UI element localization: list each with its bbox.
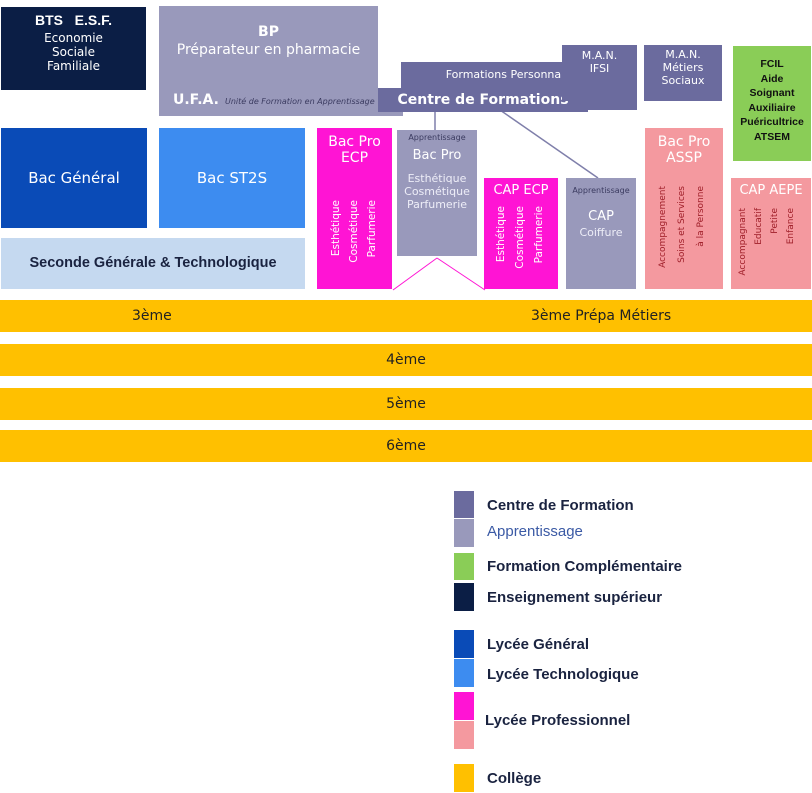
level-prepa-label: 3ème Prépa Métiers bbox=[531, 308, 672, 324]
app-bacpro-tag: Apprentissage bbox=[408, 133, 466, 142]
level-5eme-label: 5ème bbox=[386, 396, 426, 412]
cap-ecp-v2: Cosmétique bbox=[514, 206, 526, 269]
bacpro-assp-v3: à la Personne bbox=[696, 186, 706, 247]
app-bacpro-l2: Cosmétique bbox=[404, 185, 470, 198]
connector-bacpro-to-prepa-left bbox=[392, 257, 438, 291]
cap-aepe-box: CAP AEPE Accompagnant Educatif Petite En… bbox=[731, 178, 811, 289]
app-bacpro-l1: Esthétique bbox=[407, 172, 467, 185]
bac-st2s-box: Bac ST2S bbox=[159, 128, 305, 228]
bacpro-ecp-box: Bac Pro ECP Esthétique Cosmétique Parfum… bbox=[317, 128, 392, 289]
app-bacpro-l3: Parfumerie bbox=[406, 198, 468, 211]
legend-label-college: Collège bbox=[487, 770, 542, 787]
bts-line2: Sociale bbox=[52, 45, 95, 59]
app-cap-title: CAP bbox=[588, 209, 614, 224]
man-metiers-line1: M.A.N. bbox=[665, 48, 701, 61]
cap-ecp-v3: Parfumerie bbox=[533, 206, 545, 264]
cap-aepe-v2: Educatif bbox=[754, 208, 764, 245]
bts-line3: Familiale bbox=[47, 59, 100, 73]
legend-label-centre: Centre de Formation bbox=[487, 497, 634, 514]
fcil-line1: FCIL bbox=[760, 58, 784, 70]
ufa-label: U.F.A. bbox=[173, 92, 219, 108]
bacpro-assp-title1: Bac Pro bbox=[657, 134, 711, 150]
man-ifsi-line2: IFSI bbox=[589, 62, 610, 75]
level-6eme-bar: 6ème bbox=[0, 430, 812, 462]
centre-title-strip: Centre de Formations bbox=[378, 88, 588, 112]
man-metiers-line3: Sociaux bbox=[661, 74, 705, 87]
man-metiers-box: M.A.N. Métiers Sociaux bbox=[644, 45, 722, 101]
bac-st2s-label: Bac ST2S bbox=[196, 169, 268, 187]
legend-swatch-college bbox=[454, 764, 474, 792]
cap-aepe-title: CAP AEPE bbox=[739, 183, 803, 198]
fcil-box: FCIL Aide Soignant Auxiliaire Puéricultr… bbox=[733, 46, 811, 161]
legend-swatch-superieur bbox=[454, 583, 474, 611]
legend-swatch-general bbox=[454, 630, 474, 658]
legend-swatch-apprentissage bbox=[454, 519, 474, 547]
bacpro-ecp-title2: ECP bbox=[340, 150, 369, 166]
bp-subtitle: Préparateur en pharmacie bbox=[176, 42, 361, 58]
cap-aepe-v1: Accompagnant bbox=[738, 208, 748, 276]
legend-swatch-professionnel-light bbox=[454, 721, 474, 749]
cap-ecp-v1: Esthétique bbox=[495, 206, 507, 263]
legend-label-superieur: Enseignement supérieur bbox=[487, 589, 663, 606]
bts-esf-box: BTS E.S.F. Economie Sociale Familiale bbox=[1, 7, 146, 90]
cap-ecp-title: CAP ECP bbox=[493, 183, 549, 198]
level-6eme-label: 6ème bbox=[386, 438, 426, 454]
bacpro-assp-title2: ASSP bbox=[666, 150, 702, 166]
fcil-line6: ATSEM bbox=[754, 130, 790, 143]
legend-swatch-technologique bbox=[454, 659, 474, 687]
bacpro-ecp-title1: Bac Pro bbox=[328, 134, 381, 150]
connector-centre-to-apprentissage-cap bbox=[499, 109, 599, 179]
bacpro-ecp-v2: Cosmétique bbox=[348, 200, 360, 263]
level-4eme-bar: 4ème bbox=[0, 344, 812, 376]
bac-general-label: Bac Général bbox=[28, 169, 120, 187]
bac-general-box: Bac Général bbox=[1, 128, 147, 228]
legend-label-professionnel: Lycée Professionnel bbox=[485, 712, 631, 729]
legend-swatch-centre bbox=[454, 491, 474, 518]
man-ifsi-box: M.A.N. IFSI bbox=[562, 45, 637, 101]
fcil-line4: Auxiliaire bbox=[748, 101, 796, 114]
seconde-label: Seconde Générale & Technologique bbox=[29, 255, 277, 271]
ufa-full: Unité de Formation en Apprentissage bbox=[225, 97, 375, 106]
legend-label-technologique: Lycée Technologique bbox=[487, 666, 639, 683]
man-metiers-line2: Métiers bbox=[662, 61, 704, 74]
centre-title: Centre de Formations bbox=[397, 92, 569, 108]
legend-label-general: Lycée Général bbox=[487, 636, 590, 653]
formations-perso-label: Formations Personnalisées bbox=[445, 68, 593, 81]
level-4eme-label: 4ème bbox=[386, 352, 426, 368]
fcil-line5: Puéricultrice bbox=[740, 116, 804, 128]
legend-swatch-complementaire bbox=[454, 553, 474, 580]
legend-label-apprentissage: Apprentissage bbox=[487, 523, 583, 540]
app-bacpro-title: Bac Pro bbox=[412, 148, 462, 163]
cap-aepe-v4: Enfance bbox=[786, 208, 796, 245]
ufa-strip: U.F.A. Unité de Formation en Apprentissa… bbox=[159, 88, 403, 116]
bacpro-ecp-v1: Esthétique bbox=[330, 200, 342, 257]
app-cap-box: Apprentissage CAP Coiffure bbox=[566, 178, 636, 289]
fcil-line2: Aide bbox=[760, 72, 784, 85]
bts-line1: Economie bbox=[44, 31, 103, 45]
man-ifsi-line1: M.A.N. bbox=[581, 49, 618, 62]
bts-title: BTS E.S.F. bbox=[34, 12, 112, 28]
bacpro-ecp-v3: Parfumerie bbox=[366, 200, 378, 258]
level-5eme-bar: 5ème bbox=[0, 388, 812, 420]
seconde-box: Seconde Générale & Technologique bbox=[1, 238, 305, 289]
legend-label-complementaire: Formation Complémentaire bbox=[487, 558, 683, 575]
bp-title: BP bbox=[258, 24, 279, 40]
app-cap-tag: Apprentissage bbox=[572, 186, 630, 195]
legend-swatch-professionnel bbox=[454, 692, 474, 720]
fcil-line3: Soignant bbox=[749, 87, 795, 99]
cap-aepe-v3: Petite bbox=[770, 208, 780, 234]
cap-ecp-box: CAP ECP Esthétique Cosmétique Parfumerie bbox=[484, 178, 558, 289]
bacpro-assp-v1: Accompagnement bbox=[658, 186, 668, 268]
app-cap-sub: Coiffure bbox=[579, 226, 623, 239]
bacpro-assp-box: Bac Pro ASSP Accompagnement Soins et Ser… bbox=[645, 128, 723, 289]
level-3eme-bar: 3ème 3ème Prépa Métiers bbox=[0, 300, 812, 332]
app-bacpro-box: Apprentissage Bac Pro Esthétique Cosméti… bbox=[397, 130, 477, 256]
connector-bacpro-to-prepa-right bbox=[436, 257, 486, 291]
bacpro-assp-v2: Soins et Services bbox=[677, 186, 687, 263]
level-3eme-label: 3ème bbox=[132, 308, 172, 324]
